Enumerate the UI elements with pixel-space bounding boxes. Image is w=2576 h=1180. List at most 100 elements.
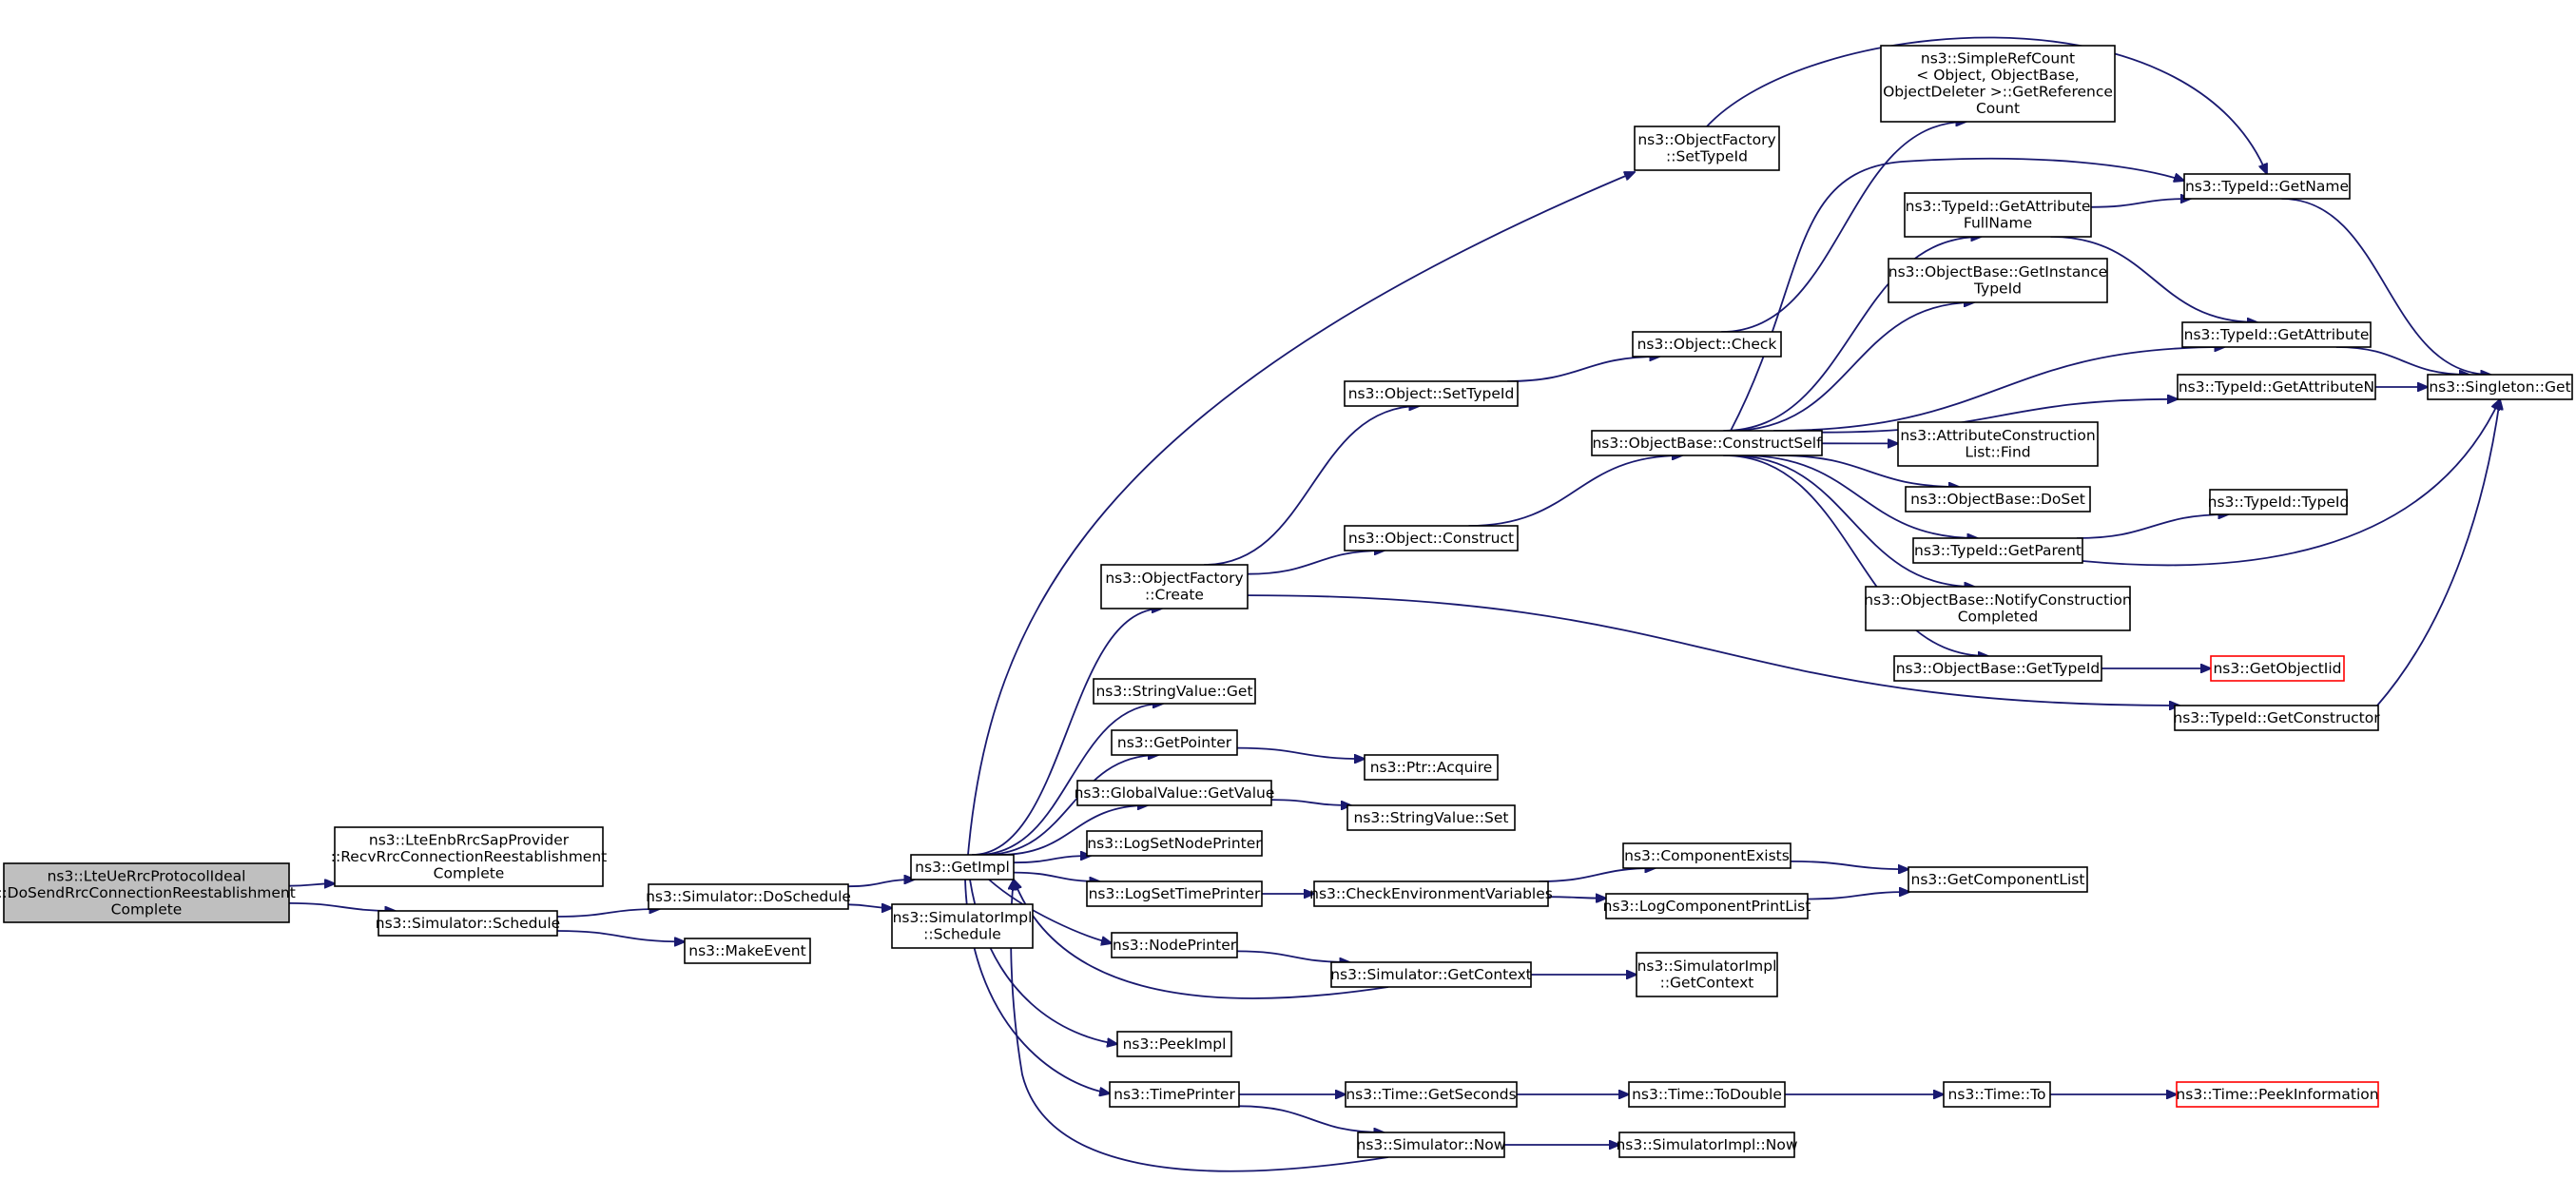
node-objfactory_settypeid[interactable]: ns3::ObjectFactory::SetTypeId	[1634, 126, 1780, 171]
node-box	[1904, 192, 2092, 238]
node-simplerefcount[interactable]: ns3::SimpleRefCount< Object, ObjectBase,…	[1880, 45, 2116, 123]
node-label: ns3::TypeId::GetAttribute	[2184, 326, 2370, 343]
node-simulator_getcontext[interactable]: ns3::Simulator::GetContext	[1330, 961, 1532, 988]
edge-schedule-to-makeevent	[556, 930, 685, 941]
edge-constructself-to-objectbase_gettypeid	[1723, 455, 1988, 656]
node-label: Count	[1976, 100, 2020, 117]
node-label: ns3::ObjectFactory	[1637, 131, 1775, 148]
node-objfactory_create[interactable]: ns3::ObjectFactory::Create	[1100, 564, 1249, 609]
node-root[interactable]: ns3::LteUeRrcProtocolIdeal::DoSendRrcCon…	[0, 862, 296, 923]
edge-constructself-to-objectbase_doset	[1777, 455, 1959, 487]
edge-simulator_now-to-getimpl	[1011, 880, 1389, 1172]
node-label: ns3::LogSetNodePrinter	[1087, 835, 1262, 852]
node-label: ns3::ObjectBase::NotifyConstruction	[1864, 591, 2131, 609]
node-checkenv[interactable]: ns3::CheckEnvironmentVariables	[1309, 880, 1553, 907]
node-constructself[interactable]: ns3::ObjectBase::ConstructSelf	[1591, 430, 1823, 456]
node-label: ns3::SimpleRefCount	[1921, 50, 2075, 68]
node-label: ns3::GlobalValue::GetValue	[1075, 784, 1275, 802]
node-label: ns3::TypeId::GetParent	[1914, 542, 2082, 559]
node-label: ns3::NodePrinter	[1113, 937, 1237, 954]
node-logsetnodeprinter[interactable]: ns3::LogSetNodePrinter	[1086, 830, 1263, 857]
node-simimpl_schedule[interactable]: ns3::SimulatorImpl::Schedule	[891, 903, 1034, 949]
node-time_to[interactable]: ns3::Time::To	[1943, 1081, 2051, 1108]
node-box	[648, 883, 849, 910]
node-box	[1605, 893, 1809, 919]
node-box	[1364, 754, 1499, 781]
node-globalvalue_getvalue[interactable]: ns3::GlobalValue::GetValue	[1075, 780, 1275, 806]
node-objectbase_doset[interactable]: ns3::ObjectBase::DoSet	[1905, 486, 2091, 513]
node-time_todouble[interactable]: ns3::Time::ToDouble	[1628, 1081, 1786, 1108]
node-typeid_getattribute[interactable]: ns3::TypeId::GetAttribute	[2181, 321, 2372, 348]
node-label: ns3::Singleton::Get	[2429, 378, 2570, 396]
node-objectbase_gettypeid[interactable]: ns3::ObjectBase::GetTypeId	[1893, 655, 2102, 682]
node-notifyconstructioncompleted[interactable]: ns3::ObjectBase::NotifyConstructionCompl…	[1864, 586, 2132, 631]
node-label: ns3::ComponentExists	[1624, 847, 1790, 864]
node-peekimpl[interactable]: ns3::PeekImpl	[1116, 1031, 1232, 1057]
node-box	[2210, 655, 2345, 682]
node-label: ns3::SimulatorImpl::Now	[1616, 1136, 1797, 1153]
node-ptr_acquire[interactable]: ns3::Ptr::Acquire	[1364, 754, 1499, 781]
node-label: ns3::Simulator::DoSchedule	[646, 888, 851, 905]
node-box	[1908, 866, 2088, 893]
node-simimpl_getcontext[interactable]: ns3::SimulatorImpl::GetContext	[1636, 952, 1778, 997]
node-label: ns3::LogSetTimePrinter	[1089, 885, 1261, 902]
edge-getpointer-to-ptr_acquire	[1236, 746, 1365, 760]
node-label: ns3::LteEnbRrcSapProvider	[369, 831, 570, 848]
edge-constructself-to-typeid_getparent	[1741, 455, 1978, 538]
node-label: ns3::Time::ToDouble	[1632, 1086, 1782, 1103]
node-doschedule[interactable]: ns3::Simulator::DoSchedule	[646, 883, 851, 910]
node-time_peekinformation[interactable]: ns3::Time::PeekInformation	[2176, 1081, 2379, 1108]
node-label: Completed	[1958, 609, 2039, 626]
node-object_construct[interactable]: ns3::Object::Construct	[1344, 525, 1519, 551]
node-simimpl_now[interactable]: ns3::SimulatorImpl::Now	[1616, 1132, 1798, 1158]
node-getpointer[interactable]: ns3::GetPointer	[1111, 729, 1238, 756]
edge-constructself-to-getinstancetypeid	[1730, 302, 1974, 432]
node-label: ns3::LteUeRrcProtocolIdeal	[48, 867, 246, 884]
node-logcomponentprintlist[interactable]: ns3::LogComponentPrintList	[1603, 893, 1811, 919]
node-schedule[interactable]: ns3::Simulator::Schedule	[376, 910, 560, 937]
node-singleton_get[interactable]: ns3::Singleton::Get	[2427, 374, 2573, 400]
node-object_check[interactable]: ns3::Object::Check	[1632, 331, 1782, 358]
node-stringvalue_get[interactable]: ns3::StringValue::Get	[1093, 678, 1256, 705]
node-label: ns3::Simulator::Now	[1357, 1136, 1506, 1153]
node-typeid_getconstructor[interactable]: ns3::TypeId::GetConstructor	[2173, 705, 2380, 731]
edge-getimpl-to-objfactory_create	[971, 609, 1162, 856]
node-typeid_getparent[interactable]: ns3::TypeId::GetParent	[1912, 537, 2083, 564]
node-object_settypeid[interactable]: ns3::Object::SetTypeId	[1344, 380, 1519, 407]
node-box	[1591, 430, 1823, 456]
node-label: ::Schedule	[923, 926, 1001, 943]
node-recv[interactable]: ns3::LteEnbRrcSapProvider::RecvRrcConnec…	[331, 826, 607, 887]
node-label: ::GetContext	[1660, 975, 1754, 992]
node-makeevent[interactable]: ns3::MakeEvent	[684, 938, 811, 964]
node-box	[334, 826, 604, 887]
node-getcomponentlist[interactable]: ns3::GetComponentList	[1908, 866, 2088, 893]
edge-object_check-to-simplerefcount	[1721, 122, 1966, 333]
node-timeprinter[interactable]: ns3::TimePrinter	[1109, 1081, 1240, 1108]
node-nodeprinter[interactable]: ns3::NodePrinter	[1111, 932, 1238, 958]
node-label: ns3::ObjectBase::DoSet	[1910, 491, 2085, 508]
node-box	[1905, 486, 2091, 513]
node-label: ::Create	[1145, 587, 1204, 604]
node-getobjectiid[interactable]: ns3::GetObjectIid	[2210, 655, 2345, 682]
node-typeid_getattributen[interactable]: ns3::TypeId::GetAttributeN	[2177, 374, 2376, 400]
node-typeid_getname[interactable]: ns3::TypeId::GetName	[2183, 173, 2351, 200]
node-componentexists[interactable]: ns3::ComponentExists	[1622, 842, 1792, 869]
node-logsettimeprinter[interactable]: ns3::LogSetTimePrinter	[1086, 880, 1263, 907]
node-simulator_now[interactable]: ns3::Simulator::Now	[1357, 1132, 1506, 1158]
node-stringvalue_set[interactable]: ns3::StringValue::Set	[1346, 804, 1516, 831]
node-box	[1330, 961, 1532, 988]
node-label: ns3::TypeId::TypeId	[2208, 493, 2350, 511]
node-time_getseconds[interactable]: ns3::Time::GetSeconds	[1345, 1081, 1518, 1108]
node-getimpl[interactable]: ns3::GetImpl	[910, 854, 1015, 880]
node-typeid_typeid[interactable]: ns3::TypeId::TypeId	[2208, 489, 2350, 515]
node-box	[1076, 780, 1272, 806]
node-box	[1912, 537, 2083, 564]
edge-schedule-to-doschedule	[556, 909, 660, 918]
edge-typeid_getname-to-singleton_get	[2281, 198, 2490, 375]
node-box	[1111, 932, 1238, 958]
node-label: ns3::StringValue::Get	[1095, 683, 1252, 700]
node-box	[1345, 1081, 1518, 1108]
